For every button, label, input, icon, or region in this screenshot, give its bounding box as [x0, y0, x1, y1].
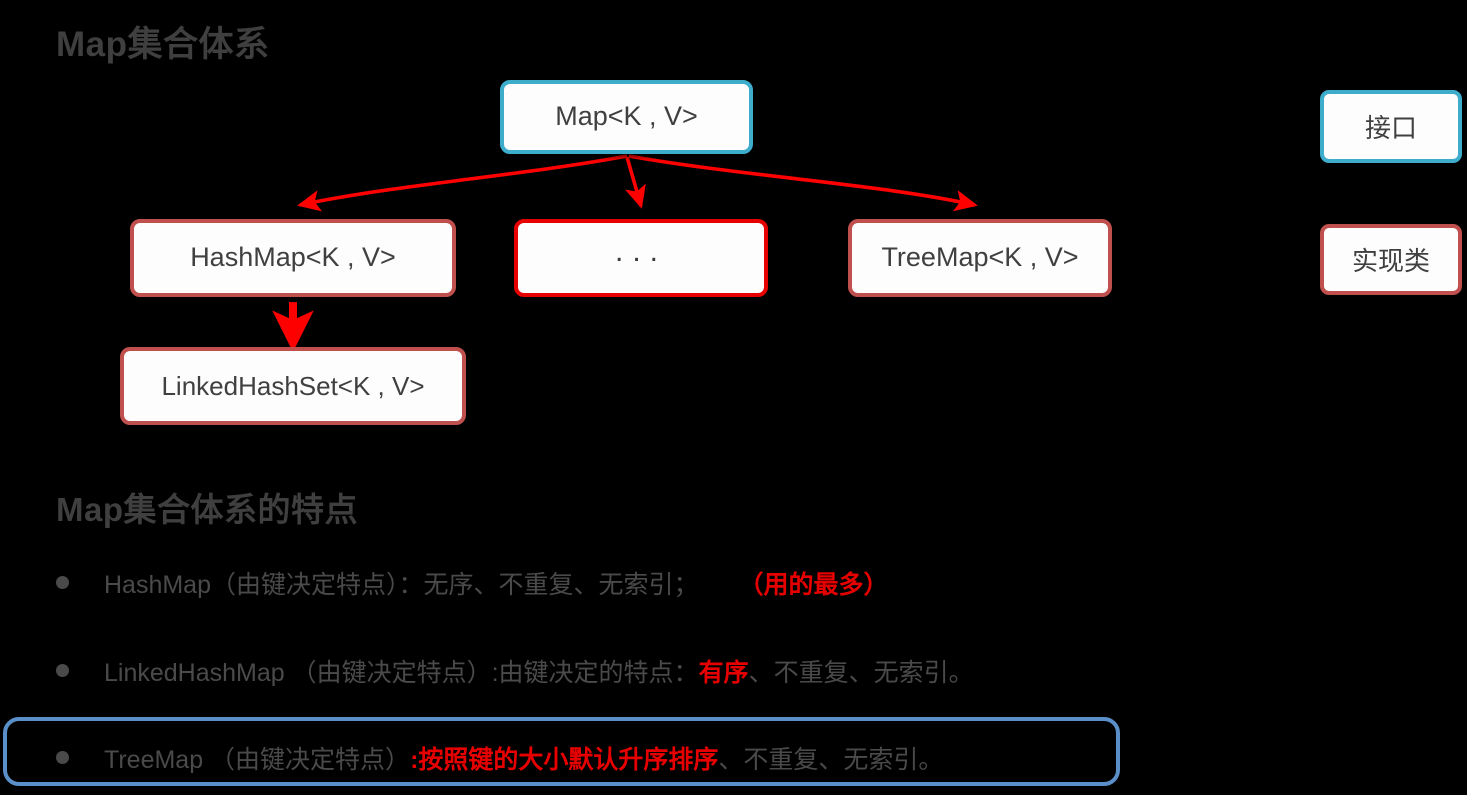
- node-linkedhashset-label: LinkedHashSet<K , V>: [161, 370, 425, 401]
- node-map-label: Map<K , V>: [555, 101, 698, 132]
- feature-text-highlight: （用的最多）: [738, 571, 889, 599]
- node-treemap-label: TreeMap<K , V>: [881, 242, 1079, 273]
- legend-implementation-class-label: 实现类: [1351, 246, 1430, 276]
- bullet-marker-icon: [56, 664, 69, 677]
- feature-text-main: TreeMap （由键决定特点）: [104, 746, 411, 774]
- bullet-marker-icon: [56, 576, 69, 589]
- node-hashmap-label: HashMap<K , V>: [190, 242, 396, 273]
- feature-bullet-linkedhashmap: LinkedHashMap （由键决定特点）:由键决定的特点： 有序 、不重复、…: [56, 653, 974, 689]
- bullet-marker-icon: [56, 751, 69, 764]
- node-ellipsis-label: ...: [614, 235, 667, 269]
- arrow-map-to-treemap: [628, 154, 978, 212]
- feature-text-highlight: :按照键的大小默认升序排序: [410, 746, 719, 774]
- node-linkedhashset[interactable]: LinkedHashSet<K , V>: [120, 347, 466, 425]
- feature-text-tail: 、不重复、无索引。: [748, 659, 974, 687]
- node-treemap[interactable]: TreeMap<K , V>: [848, 219, 1112, 297]
- treemap-highlight-box: [3, 717, 1120, 786]
- node-ellipsis[interactable]: ...: [514, 219, 768, 297]
- feature-bullet-treemap: TreeMap （由键决定特点） :按照键的大小默认升序排序 、不重复、无索引。: [56, 740, 943, 776]
- arrow-map-to-hashmap: [297, 154, 628, 212]
- legend-interface: 接口: [1320, 90, 1462, 163]
- arrow-map-to-dots: [625, 156, 646, 209]
- feature-text-main: LinkedHashMap （由键决定特点）:由键决定的特点：: [104, 659, 699, 687]
- legend-implementation-class: 实现类: [1320, 224, 1462, 295]
- feature-text-tail: 、不重复、无索引。: [718, 746, 944, 774]
- feature-bullet-hashmap: HashMap（由键决定特点）：无序、不重复、无索引； （用的最多）: [56, 565, 889, 601]
- node-map[interactable]: Map<K , V>: [500, 80, 753, 154]
- feature-text-highlight: 有序: [698, 659, 749, 687]
- features-section-title: Map集合体系的特点: [56, 491, 358, 528]
- page-title: Map集合体系: [56, 25, 270, 64]
- node-hashmap[interactable]: HashMap<K , V>: [130, 219, 456, 297]
- legend-interface-label: 接口: [1364, 113, 1417, 143]
- feature-text-main: HashMap（由键决定特点）：无序、不重复、无索引；: [104, 571, 699, 599]
